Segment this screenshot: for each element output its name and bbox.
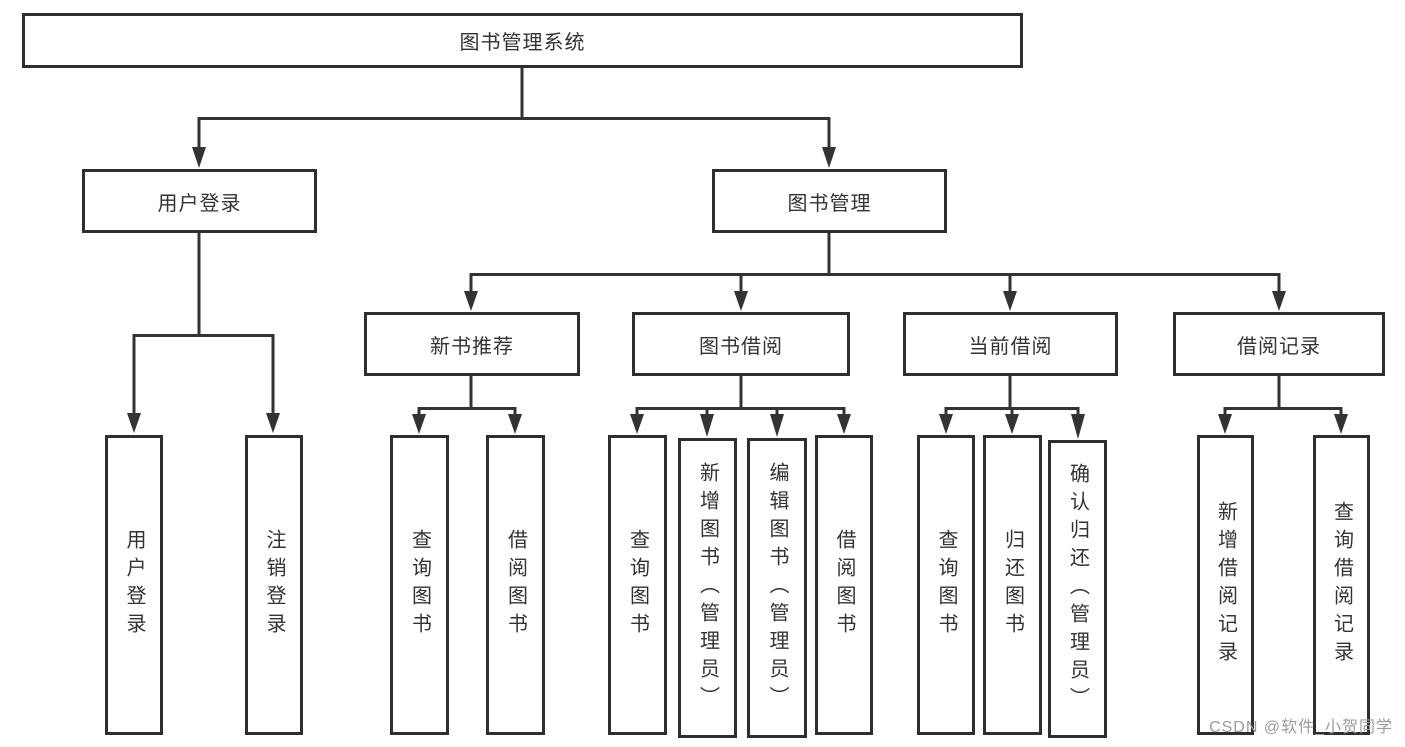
watermark: CSDN @软件_小贺同学 (1209, 719, 1393, 736)
node-borrowing-records: 借阅记录 (1173, 312, 1385, 376)
node-book-borrowing: 图书借阅 (632, 312, 850, 376)
node-label: 图书管理系统 (459, 32, 586, 54)
node-new-book-recommendation: 新书推荐 (364, 312, 580, 376)
node-current-borrowing: 当前借阅 (903, 312, 1118, 376)
node-user-login: 用户登录 (82, 169, 317, 233)
leaf-borrow-books-recommend: 借阅图书 (486, 435, 545, 735)
node-label: 确认归还（管理员） (1066, 463, 1089, 715)
node-label: 图书管理 (787, 192, 872, 215)
node-label: 注销登录 (263, 529, 285, 641)
node-label: 查询借阅记录 (1330, 501, 1353, 669)
node-library-management-system: 图书管理系统 (22, 13, 1023, 68)
leaf-borrow-books-borrowing: 借阅图书 (815, 435, 873, 735)
leaf-add-book-admin: 新增图书（管理员） (678, 438, 737, 738)
node-label: 新增图书（管理员） (696, 462, 719, 714)
node-label: 新书推荐 (430, 335, 514, 358)
node-label: 新增借阅记录 (1214, 501, 1237, 669)
leaf-query-borrow-record: 查询借阅记录 (1313, 435, 1370, 735)
node-label: 查询图书 (626, 529, 649, 641)
leaf-return-books: 归还图书 (983, 435, 1042, 735)
node-label: 借阅记录 (1237, 335, 1321, 358)
leaf-user-login: 用户登录 (105, 435, 163, 735)
node-label: 查询图书 (408, 529, 431, 641)
node-label: 归还图书 (1001, 529, 1024, 641)
node-label: 用户登录 (123, 529, 145, 641)
leaf-query-books-borrowing: 查询图书 (608, 435, 667, 735)
node-label: 用户登录 (157, 192, 242, 215)
node-label: 图书借阅 (699, 335, 783, 358)
leaf-query-books-current: 查询图书 (917, 435, 975, 735)
node-book-management: 图书管理 (712, 169, 947, 233)
node-label: 借阅图书 (504, 529, 527, 641)
leaf-confirm-return-admin: 确认归还（管理员） (1048, 440, 1107, 738)
leaf-logout: 注销登录 (245, 435, 303, 735)
node-label: 当前借阅 (968, 335, 1053, 358)
node-label: 借阅图书 (833, 529, 855, 641)
leaf-add-borrow-record: 新增借阅记录 (1197, 435, 1254, 735)
node-label: 查询图书 (935, 529, 957, 641)
leaf-edit-book-admin: 编辑图书（管理员） (747, 438, 807, 738)
node-label: 编辑图书（管理员） (766, 462, 788, 714)
leaf-query-books-recommend: 查询图书 (390, 435, 449, 735)
